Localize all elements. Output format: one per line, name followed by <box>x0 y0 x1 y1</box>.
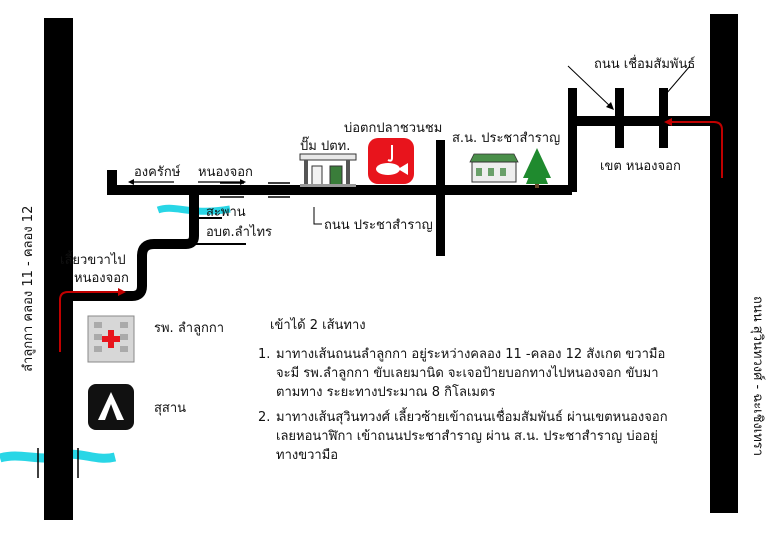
label-connector-road: ถนน เชื่อมสัมพันธ์ <box>594 55 695 72</box>
arrow-head <box>118 288 126 296</box>
school-icon <box>469 153 519 183</box>
label-hospital: รพ. ลำลูกกา <box>154 321 224 336</box>
route-1: 1. มาทางเส้นถนนลำลูกกา อยู่ระหว่างคลอง 1… <box>258 345 678 402</box>
label-school: ส.น. ประชาสำราญ <box>452 131 560 146</box>
label-right-main-road: ถนน สุวินทวงศ์ - ฉะเชิงเทรา <box>750 296 766 456</box>
road-vertical-d <box>659 88 668 148</box>
leader-connector-2 <box>665 65 691 95</box>
arrow-head <box>664 118 672 126</box>
route-1-number: 1. <box>258 347 271 362</box>
arrow-head <box>128 179 134 185</box>
tree-icon <box>523 148 551 188</box>
cemetery-icon <box>88 384 134 430</box>
gas-station-icon <box>299 153 357 187</box>
route-2: 2. มาทางเส้นสุวินทวงศ์ เลี้ยวซ้ายเข้าถนน… <box>258 408 678 465</box>
route-arrow-left <box>59 291 122 352</box>
label-left-main-road: ลำลูกกา คลอง 11 - คลอง 12 <box>21 206 36 372</box>
label-middle-road: ถนน ประชาสำราญ <box>324 218 433 233</box>
label-fish-pond: บ่อตกปลาชวนชม <box>344 121 442 136</box>
route-arrow-right <box>668 121 723 178</box>
route-2-number: 2. <box>258 410 271 425</box>
directions-notes: เข้าได้ 2 เส้นทาง 1. มาทางเส้นถนนลำลูกกา… <box>258 316 678 471</box>
label-nongchok-dir: หนองจอก <box>198 165 253 180</box>
label-turn-right-2: หนองจอก <box>74 271 129 286</box>
route-1-text: มาทางเส้นถนนลำลูกกา อยู่ระหว่างคลอง 11 -… <box>276 347 666 400</box>
label-turn-right: เลี้ยวขวาไป <box>60 250 126 268</box>
road-prachasamran <box>436 140 445 256</box>
label-bridge-2: อบต.ลำไทร <box>206 224 272 240</box>
leader-prachasamran <box>313 207 322 225</box>
road-connector <box>73 190 199 301</box>
canal-bridge <box>156 204 231 215</box>
road-vertical-c <box>615 88 624 148</box>
hospital-icon <box>87 315 135 363</box>
arrow-head <box>606 102 614 110</box>
label-district: เขต หนองจอก <box>600 159 681 174</box>
fish-icon <box>368 138 414 184</box>
road-main-horizontal <box>107 170 572 195</box>
route-2-text: มาทางเส้นสุวินทวงศ์ เลี้ยวซ้ายเข้าถนนเชื… <box>276 410 668 463</box>
leader-connector-1 <box>567 65 613 109</box>
road-left-main <box>44 18 73 520</box>
label-gas-station: ปั๊ม ปตท. <box>300 136 350 154</box>
arrow-head <box>240 179 246 185</box>
label-ongkarak: องครักษ์ <box>134 164 181 180</box>
road-horizontal-b <box>568 116 712 126</box>
label-bridge-1: สะพาน <box>206 205 246 220</box>
road-right-main <box>710 14 738 513</box>
notes-intro: เข้าได้ 2 เส้นทาง <box>270 318 366 333</box>
road-vertical-a <box>568 88 577 192</box>
label-cemetery: สุสาน <box>154 401 186 416</box>
